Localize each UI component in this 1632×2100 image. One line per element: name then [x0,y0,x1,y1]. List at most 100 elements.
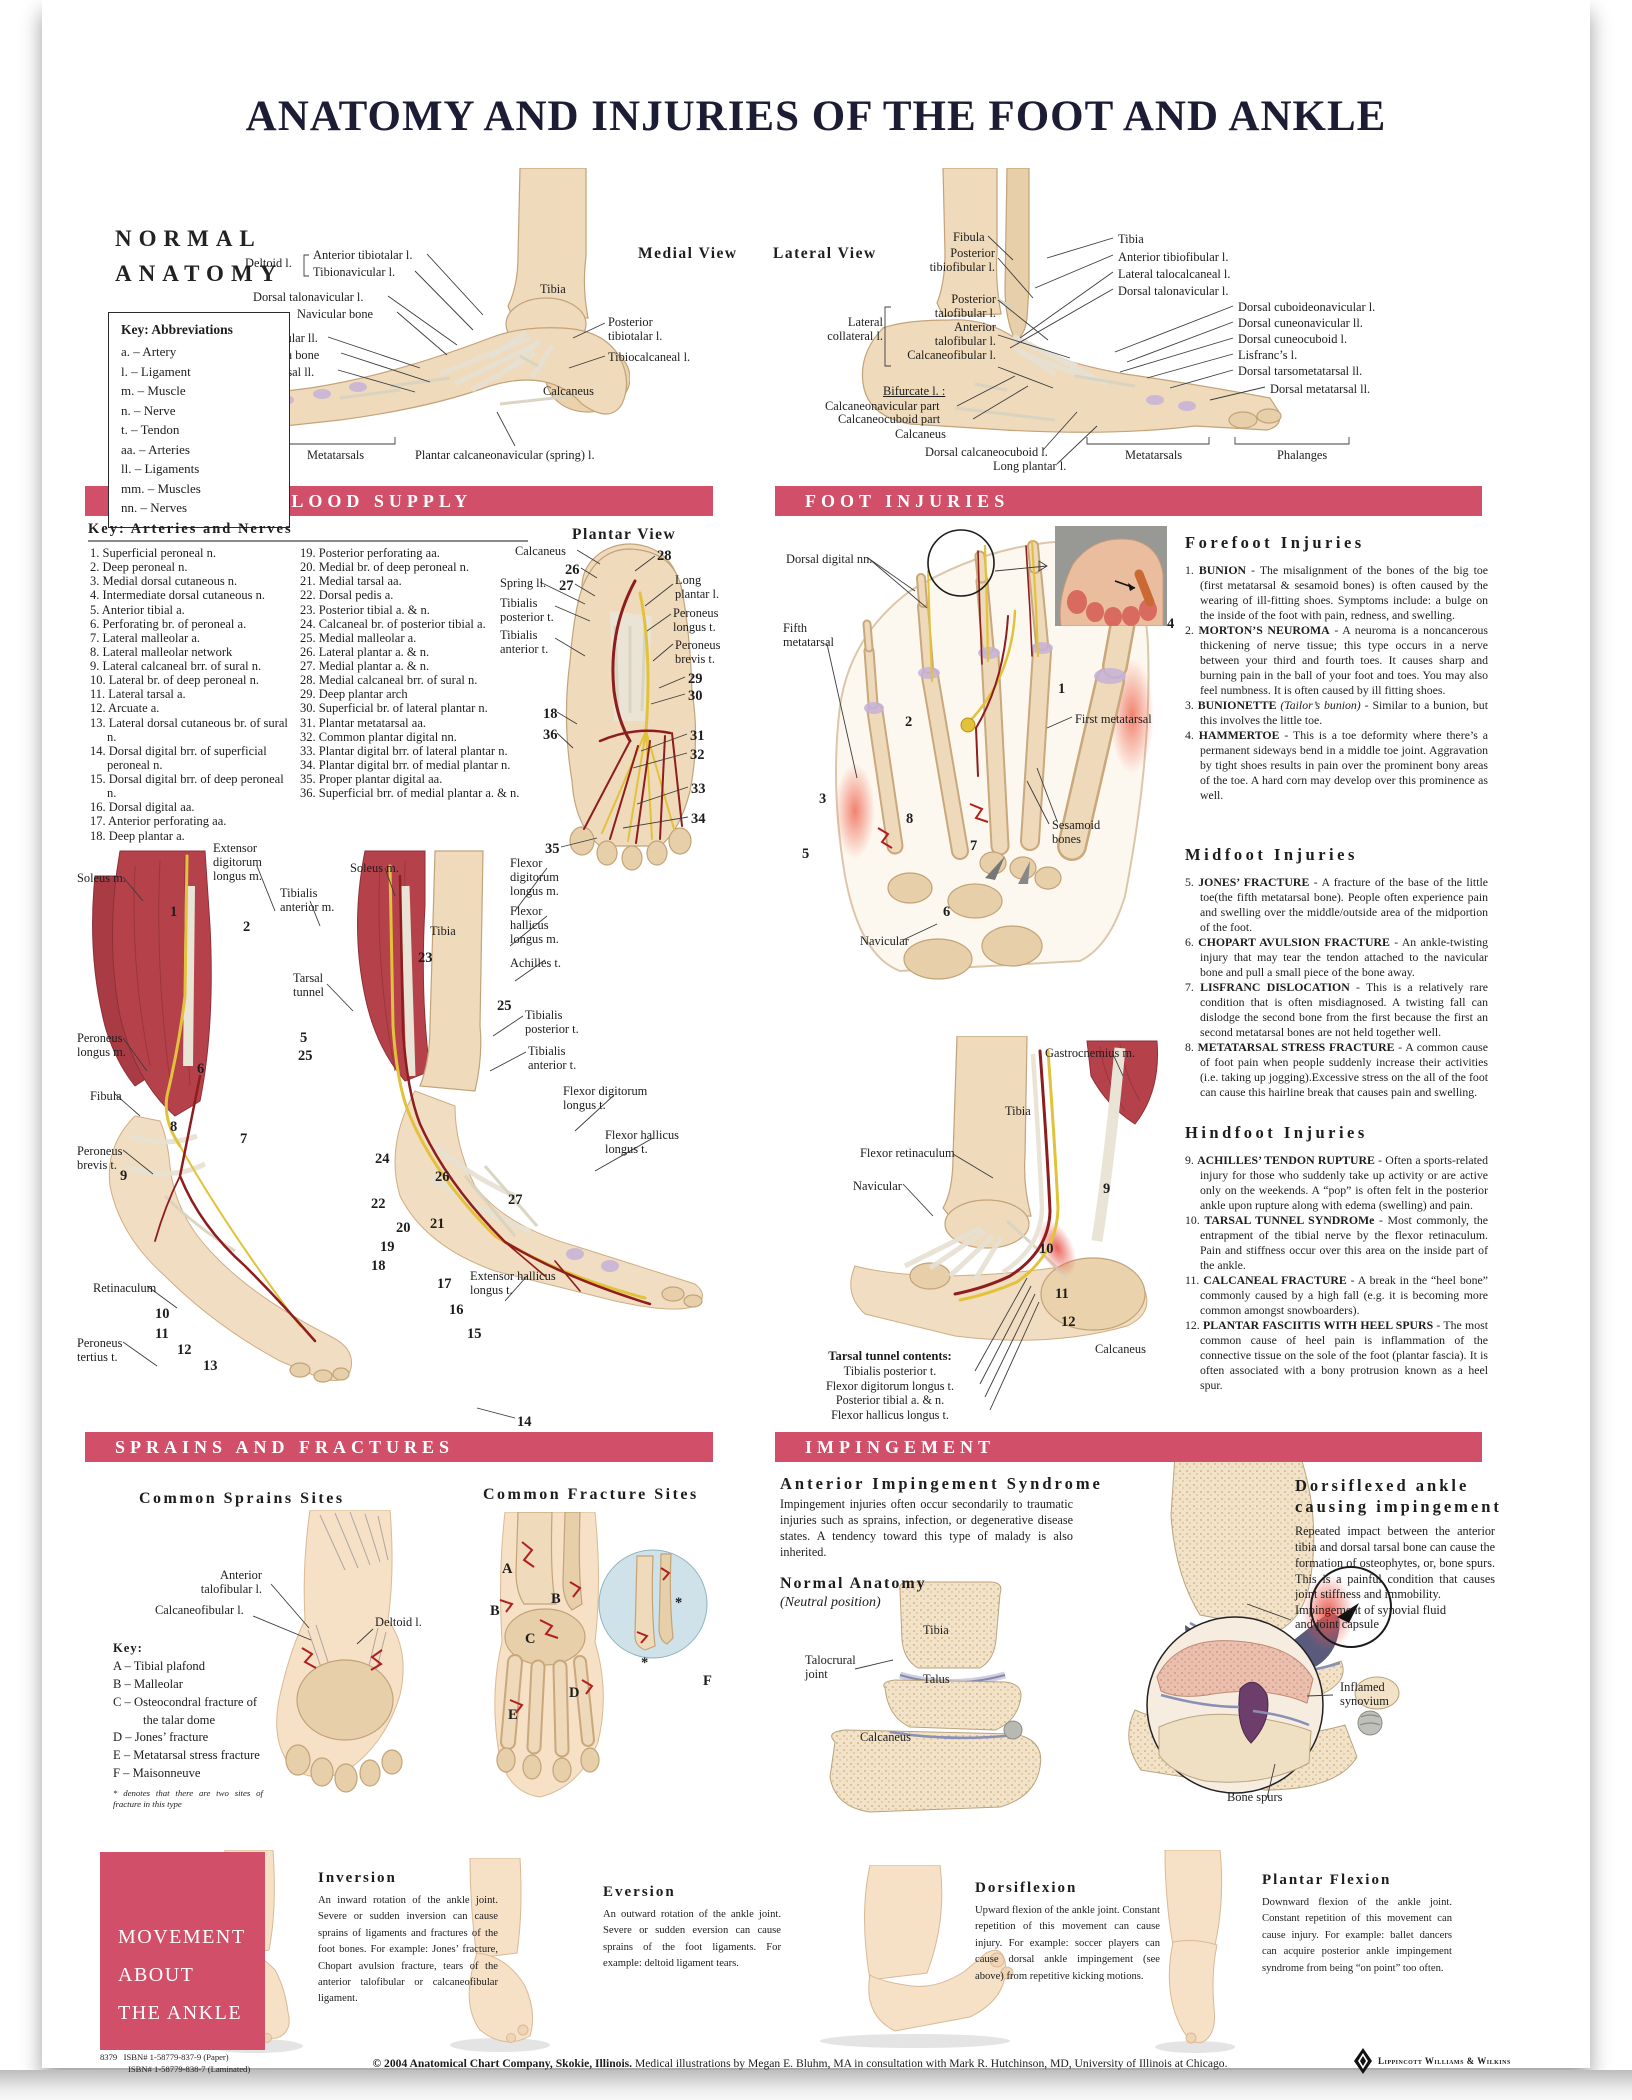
banner-foot-injuries: FOOT INJURIES [775,486,1482,516]
item-number: 8379 [100,2052,118,2062]
label-24: 24 [375,1151,390,1167]
label-33: 33 [691,781,706,797]
abbreviation-item: aa. – Arteries [121,441,190,457]
label-32: 32 [690,747,705,763]
copyright-bold: © 2004 Anatomical Chart Company, Skokie,… [372,2057,633,2070]
label-d: D [569,1685,580,1701]
dorsiflexion-heading: Dorsiflexion [975,1880,1078,1896]
key-item: 26. Lateral plantar a. & n. [300,644,430,659]
label-common-fracture-sites: Common Fracture Sites [483,1486,699,1503]
injury-item: 2. MORTON’S NEUROMA - A neuroma is a non… [1185,622,1488,697]
label-b: B [551,1591,561,1607]
label-peroneus-brevis-t: Peroneus brevis t. [77,1144,123,1173]
label-plantar-calcaneonavicular-spring: Plantar calcaneonavicular (spring) l. [415,448,595,462]
label-tibia: Tibia [1005,1104,1031,1118]
label-tarsal-tunnel: Tarsal tunnel [293,971,324,1000]
label-phalanges: Phalanges [1277,448,1328,462]
label-fifth-metatarsal: Fifth metatarsal [783,621,834,650]
dorsiflexion-text: Upward flexion of the ankle joint. Const… [975,1905,1160,1982]
label-soleus-m: Soleus m. [350,861,399,875]
label-tibialis-anterior-t: Tibialis anterior t. [500,628,549,657]
label-achilles-t: Achilles t. [510,956,561,970]
label-15: 15 [467,1326,482,1342]
label-6: 6 [943,904,951,920]
credit-text: Medical illustrations by Megan E. Bluhm,… [632,2057,1228,2070]
label-21: 21 [430,1216,445,1232]
key-item: 11. Lateral tarsal a. [90,687,186,702]
fracture-key-item: E – Metatarsal stress fracture [113,1748,260,1763]
label-11: 11 [155,1326,169,1342]
label-flexor-hallicus-longus-t: Flexor hallicus longus t. [605,1128,679,1157]
abbreviation-item: a. – Artery [121,344,177,359]
bunionette-photo-inset [1055,526,1167,627]
label-dorsal-tarsometatarsal-ll: Dorsal tarsometatarsal ll. [1238,364,1363,378]
key-column-1: 1. Superficial peroneal n.2. Deep perone… [90,546,295,843]
midfoot-injuries-heading: Midfoot Injuries [1185,845,1358,864]
arteries-nerves-key-title: Key: Arteries and Nerves [88,521,528,542]
label-tibionavicular-l: Tibionavicular l. [313,265,396,279]
label-dorsal-cuneonavicular-ll: Dorsal cuneonavicular ll. [1238,316,1363,330]
label-2: 2 [905,714,913,730]
label-first-metatarsal: First metatarsal [1075,712,1152,726]
isbn-paper: ISBN# 1-58779-837-9 (Paper) [123,2052,229,2062]
label-c: C [525,1631,536,1647]
label-calcaneofibular-l: Calcaneofibular l. [155,1603,244,1617]
movement-heading: MOVEMENT ABOUT THE ANKLE [118,1926,246,2024]
label-calcaneus: Calcaneus [860,1730,911,1744]
label-tibialis-posterior-t: Tibialis posterior t. [525,1008,579,1037]
label-6: 6 [197,1061,205,1077]
label-: * [641,1655,649,1671]
isbn-block: 8379 ISBN# 1-58779-837-9 (Paper) ISBN# 1… [100,2052,250,2075]
label-soleus-m: Soleus m. [77,871,126,885]
label-dorsal-talonavicular-l: Dorsal talonavicular l. [1118,284,1229,298]
plantar-flexion-block: Plantar Flexion Downward flexion of the … [1262,1872,1452,1977]
tarsal-tunnel-item: Posterior tibial a. & n. [835,1393,945,1408]
label-27: 27 [559,578,574,594]
label-posterior-tibiotalar-l: Posterior tibiotalar l. [608,315,663,344]
label-27: 27 [508,1192,523,1208]
eversion-text: An outward rotation of the ankle joint. … [603,1909,781,1970]
abbreviation-item: t. – Tendon [121,422,180,437]
label-17: 17 [437,1276,452,1292]
label-7: 7 [240,1131,248,1147]
label-anterior-tibiotalar-l: Anterior tibiotalar l. [313,248,413,262]
injury-item: 11. CALCANEAL FRACTURE - A break in the … [1185,1272,1488,1317]
label-bone-spurs: Bone spurs [1227,1790,1283,1804]
label-anterior-talofibular-l: Anterior talofibular l. [200,1568,262,1597]
label-common-sprains-sites: Common Sprains Sites [139,1490,345,1507]
key-item: 27. Medial plantar a. & n. [300,659,430,673]
label-navicular: Navicular [860,934,909,948]
plantar-flexion-heading: Plantar Flexion [1262,1872,1392,1888]
label-tibia: Tibia [540,282,566,296]
fracture-key-item: A – Tibial plafond [113,1658,206,1673]
label-lateral-talocalcaneal-l: Lateral talocalcaneal l. [1118,267,1231,281]
dorsiflexion-foot-figure [820,1865,1014,2048]
label-tibia: Tibia [1118,232,1144,246]
key-item: 20. Medial br. of deep peroneal n. [300,560,470,575]
arteries-nerves-key: Key: Arteries and Nerves 1. Superficial … [88,521,536,843]
label-peroneus-tertius-t: Peroneus tertius t. [77,1336,123,1365]
label-29: 29 [688,671,703,687]
common-fractures-figure [494,1512,604,1798]
label-8: 8 [906,811,914,827]
label-metatarsals: Metatarsals [307,448,365,462]
label-dorsal-metatarsal-ll: Dorsal metatarsal ll. [1270,382,1371,396]
label-lisfranc-s-l: Lisfranc’s l. [1238,348,1298,362]
label-28: 28 [657,548,672,564]
key-item: 10. Lateral br. of deep peroneal n. [90,673,260,688]
label-tibia: Tibia [430,924,456,938]
fracture-key-item: C – Osteocondral fracture of the talar d… [113,1694,258,1727]
anterior-impingement-heading: Anterior Impingement Syndrome [780,1474,1103,1493]
label-calcaneus: Calcaneus [1095,1342,1146,1356]
key-item: 33. Plantar digital brr. of lateral plan… [300,743,508,758]
abbreviation-item: mm. – Muscles [121,480,201,496]
fracture-key-title: Key: [113,1641,143,1655]
label-flexor-hallicus-longus-m: Flexor hallicus longus m. [510,904,559,947]
label-navicular: Navicular [853,1179,902,1193]
normal-anatomy-heading: NORMAL ANATOMY [115,226,284,286]
label-dorsal-calcaneocuboid-l: Dorsal calcaneocuboid l. [925,445,1048,459]
label-peroneus-longus-m: Peroneus longus m. [77,1031,126,1060]
